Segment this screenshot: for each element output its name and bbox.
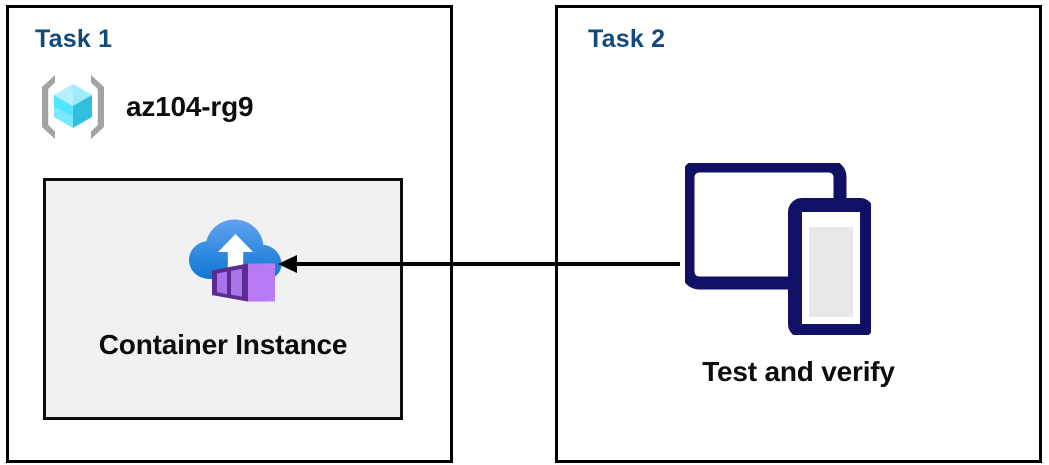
container-instance-box: Container Instance <box>43 178 403 420</box>
container-instance-label: Container Instance <box>98 329 348 360</box>
task-2-heading: Task 2 <box>588 25 666 53</box>
azure-container-instance-icon <box>189 219 282 302</box>
resource-group-row: az104-rg9 <box>36 70 254 144</box>
task-panel-1: Task 1 az104-rg9 <box>6 5 453 463</box>
task-1-heading: Task 1 <box>35 25 113 53</box>
task-panel-2: Task 2 Test and verify <box>555 5 1042 463</box>
arrow-task2-to-task1 <box>278 255 680 273</box>
devices-label: Test and verify <box>702 356 895 387</box>
resource-group-label: az104-rg9 <box>126 91 254 122</box>
devices-tablet-phone-icon <box>685 163 871 335</box>
azure-resource-group-icon <box>42 75 104 139</box>
